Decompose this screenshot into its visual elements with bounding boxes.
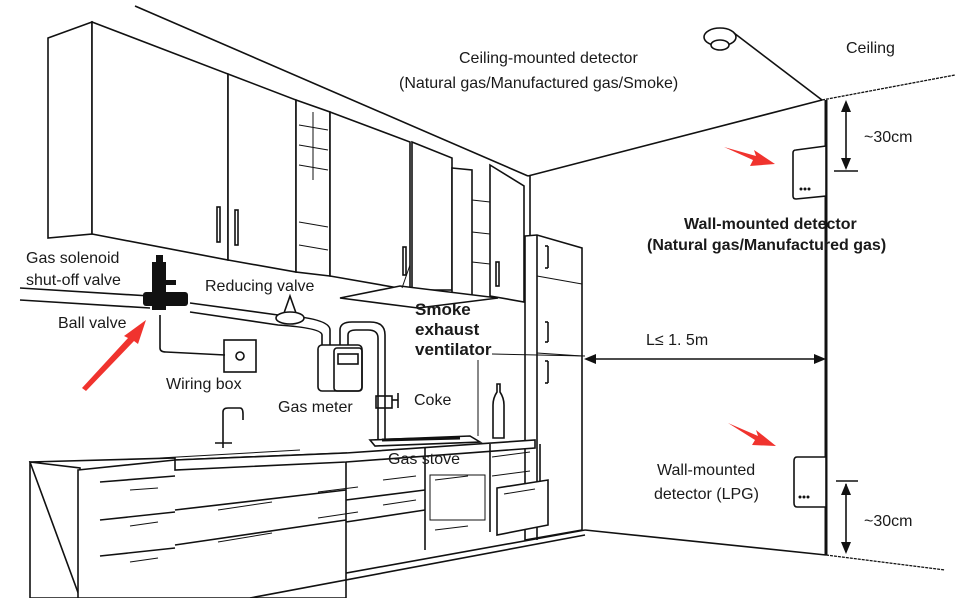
faucet (159, 407, 301, 459)
dimension-bottom (836, 480, 858, 554)
ceiling-detector (703, 27, 823, 101)
ceiling-label: Ceiling (846, 40, 895, 57)
upper-cabinets (47, 20, 525, 303)
wall-detector-sublabel: (Natural gas/Manufactured gas) (647, 237, 887, 254)
smoke-ventilator-label-1: Smoke (415, 300, 471, 319)
smoke-ventilator-label-3: ventilator (415, 340, 492, 359)
red-arrows (82, 147, 776, 446)
lpg-detector-label: Wall-mounted (657, 462, 756, 479)
gas-pipe (19, 287, 386, 440)
solenoid-valve (143, 255, 188, 310)
lpg-detector-sublabel: detector (LPG) (654, 486, 759, 503)
wall-detector (792, 145, 827, 200)
lpg-detector (793, 456, 827, 508)
red-arrow-icon (728, 423, 776, 446)
solenoid-valve-sublabel: shut-off valve (26, 272, 121, 289)
ceiling-detector-label: Ceiling-mounted detector (459, 50, 638, 67)
wiring-box-label: Wiring box (166, 376, 242, 393)
distance-horizontal-label: L≤ 1. 5m (646, 332, 709, 349)
wall-detector-label: Wall-mounted detector (684, 216, 857, 233)
coke-label: Coke (414, 392, 452, 409)
gas-meter (317, 344, 363, 392)
gas-meter-label: Gas meter (278, 399, 353, 416)
solenoid-valve-label: Gas solenoid (26, 250, 120, 267)
ball-valve-label: Ball valve (58, 315, 127, 332)
gas-stove (368, 435, 483, 447)
reducing-valve (275, 293, 305, 325)
coke-valve (375, 393, 399, 409)
ceiling-detector-sublabel: (Natural gas/Manufactured gas/Smoke) (399, 75, 679, 92)
red-arrow-icon (82, 320, 146, 391)
smoke-ventilator-label-2: exhaust (415, 320, 480, 339)
bottle (492, 383, 505, 439)
wiring-box (223, 339, 257, 373)
smoke-leader-line (491, 353, 586, 357)
distance-bottom-label: ~30cm (864, 513, 913, 530)
base-cabinets (28, 439, 586, 598)
dimension-horizontal (584, 354, 826, 364)
reducing-valve-label: Reducing valve (205, 278, 315, 295)
smoke-exhaust-ventilator (339, 264, 499, 309)
distance-top-label: ~30cm (864, 129, 913, 146)
gas-stove-label: Gas stove (388, 451, 461, 468)
dimension-top (834, 100, 858, 172)
red-arrow-icon (724, 147, 775, 166)
